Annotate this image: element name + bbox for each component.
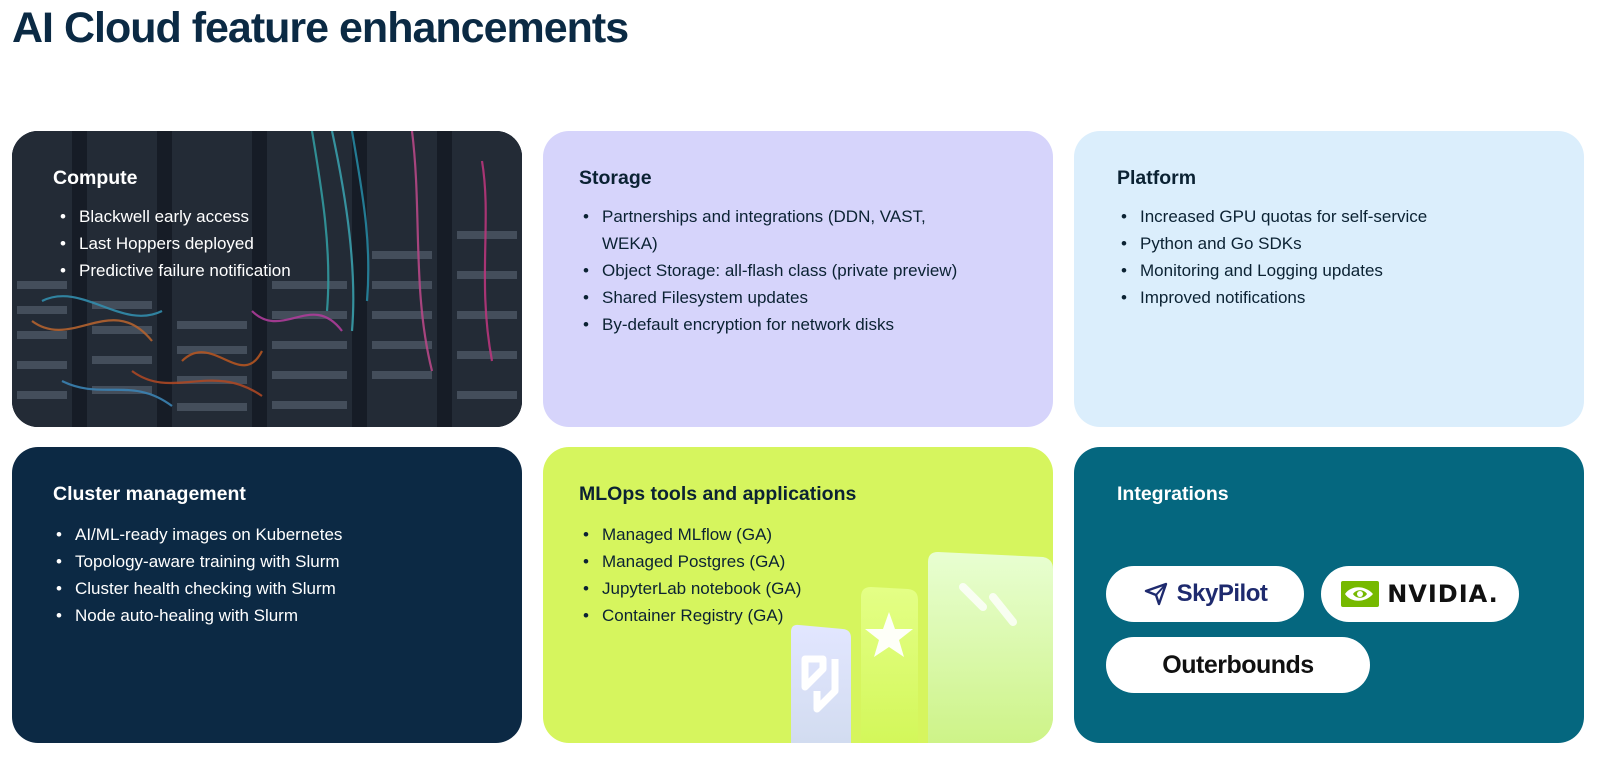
skypilot-logo: SkyPilot: [1106, 566, 1304, 622]
list-item: Blackwell early access: [56, 203, 486, 230]
mlops-list: Managed MLflow (GA) Managed Postgres (GA…: [579, 521, 979, 629]
nvidia-eye-icon: [1341, 581, 1380, 607]
storage-heading: Storage: [579, 167, 652, 189]
storage-card: Storage Partnerships and integrations (D…: [543, 131, 1053, 427]
cluster-management-card: Cluster management AI/ML-ready images on…: [12, 447, 522, 743]
list-item: Monitoring and Logging updates: [1117, 257, 1517, 284]
skypilot-arrow-icon: [1144, 582, 1167, 606]
cluster-heading: Cluster management: [53, 483, 246, 505]
list-item: Container Registry (GA): [579, 602, 979, 629]
list-item: AI/ML-ready images on Kubernetes: [52, 521, 482, 548]
list-item: Predictive failure notification: [56, 257, 486, 284]
list-item: Last Hoppers deployed: [56, 230, 486, 257]
list-item: Improved notifications: [1117, 284, 1517, 311]
platform-heading: Platform: [1117, 167, 1197, 189]
compute-heading: Compute: [53, 167, 138, 189]
list-item: By-default encryption for network disks: [579, 311, 979, 338]
compute-list: Blackwell early access Last Hoppers depl…: [56, 203, 486, 284]
integrations-heading: Integrations: [1117, 483, 1229, 505]
cluster-list: AI/ML-ready images on Kubernetes Topolog…: [52, 521, 482, 629]
nvidia-logo-text: NVIDIA.: [1387, 580, 1499, 608]
list-item: JupyterLab notebook (GA): [579, 575, 979, 602]
mlops-heading: MLOps tools and applications: [579, 483, 857, 505]
platform-list: Increased GPU quotas for self-service Py…: [1117, 203, 1517, 311]
list-item: Node auto-healing with Slurm: [52, 602, 482, 629]
list-item: Python and Go SDKs: [1117, 230, 1517, 257]
nvidia-logo: NVIDIA.: [1321, 566, 1519, 622]
outerbounds-logo-text: Outerbounds: [1162, 650, 1314, 679]
list-item: Object Storage: all-flash class (private…: [579, 257, 979, 284]
list-item: Managed MLflow (GA): [579, 521, 979, 548]
integrations-card: Integrations SkyPilot NVIDIA. Outerbound…: [1074, 447, 1584, 743]
list-item: Cluster health checking with Slurm: [52, 575, 482, 602]
platform-card: Platform Increased GPU quotas for self-s…: [1074, 131, 1584, 427]
compute-card: Compute Blackwell early access Last Hopp…: [12, 131, 522, 427]
page-title: AI Cloud feature enhancements: [12, 4, 629, 52]
list-item: Managed Postgres (GA): [579, 548, 979, 575]
storage-list: Partnerships and integrations (DDN, VAST…: [579, 203, 979, 338]
outerbounds-logo: Outerbounds: [1106, 637, 1370, 693]
mlops-card: MLOps tools and applications Managed MLf…: [543, 447, 1053, 743]
list-item: Shared Filesystem updates: [579, 284, 979, 311]
list-item: Partnerships and integrations (DDN, VAST…: [579, 203, 979, 257]
list-item: Topology-aware training with Slurm: [52, 548, 482, 575]
skypilot-logo-text: SkyPilot: [1176, 580, 1268, 607]
list-item: Increased GPU quotas for self-service: [1117, 203, 1517, 230]
